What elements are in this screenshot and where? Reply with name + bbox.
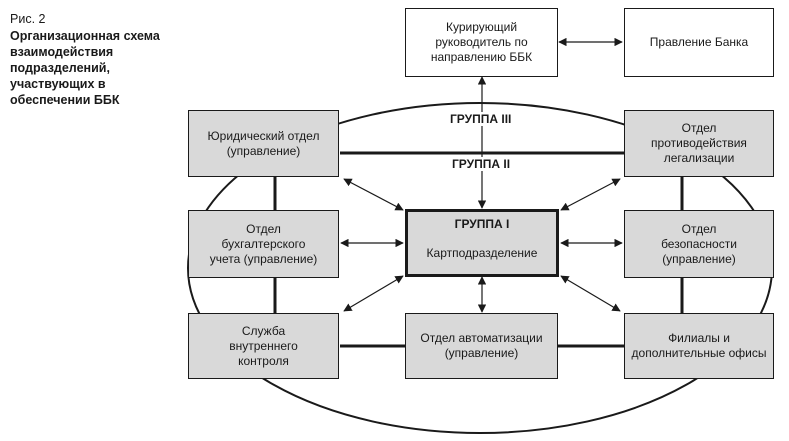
aml-box: Отдел противодействия легализации: [624, 110, 774, 177]
arrow-card-internal-control: [343, 275, 404, 312]
group-iii-label: ГРУППА III: [447, 112, 515, 126]
card-department-label: Картподразделение: [426, 246, 538, 260]
branches-box: Филиалы и дополнительные офисы: [624, 313, 774, 379]
curator-label: Курирующий руководитель по направлению Б…: [430, 20, 533, 64]
automation-label: Отдел автоматизации (управление): [420, 331, 543, 360]
arrow-card-legal: [343, 178, 404, 211]
internal-control-label: Служба внутреннего контроля: [229, 323, 298, 368]
card-department-box: ГРУППА I Картподразделение: [405, 209, 559, 277]
accounting-label: Отдел бухгалтерского учета (управление): [209, 221, 318, 266]
accounting-box: Отдел бухгалтерского учета (управление): [188, 210, 339, 278]
arrow-card-branches: [560, 275, 621, 312]
internal-control-box: Служба внутреннего контроля: [188, 313, 339, 379]
automation-box: Отдел автоматизации (управление): [405, 313, 558, 379]
security-label: Отдел безопасности (управление): [661, 221, 737, 266]
board-label: Правление Банка: [649, 35, 749, 49]
group-i-label: ГРУППА I: [454, 217, 510, 231]
curator-box: Курирующий руководитель по направлению Б…: [405, 8, 558, 77]
security-box: Отдел безопасности (управление): [624, 210, 774, 278]
board-box: Правление Банка: [624, 8, 774, 77]
figure-caption: Рис. 2 Организационная схема взаимодейст…: [10, 10, 185, 108]
figure-number: Рис. 2: [10, 12, 46, 26]
group-ii-label: ГРУППА II: [449, 157, 514, 171]
aml-label: Отдел противодействия легализации: [651, 121, 747, 165]
legal-box: Юридический отдел (управление): [188, 110, 339, 177]
arrow-card-aml: [560, 178, 621, 211]
figure-title: Организационная схема взаимодействия под…: [10, 29, 160, 107]
legal-label: Юридический отдел (управление): [207, 128, 320, 158]
branches-label: Филиалы и дополнительные офисы: [631, 331, 767, 360]
